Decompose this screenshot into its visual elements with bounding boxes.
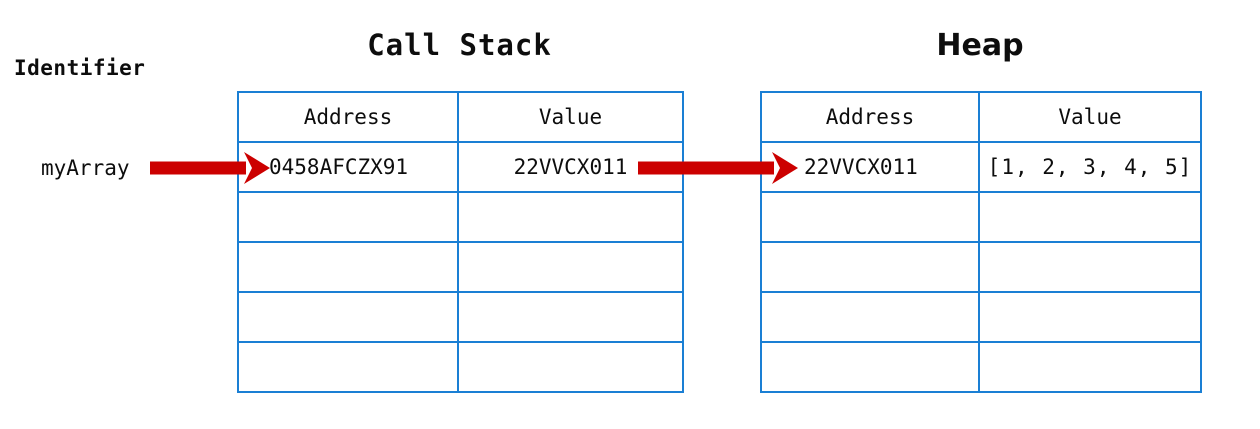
cell-address bbox=[760, 241, 980, 293]
call-stack-title: Call Stack bbox=[367, 28, 552, 62]
header-address: Address bbox=[237, 91, 459, 143]
header-address: Address bbox=[760, 91, 980, 143]
identifier-label: Identifier bbox=[14, 56, 146, 80]
header-value: Value bbox=[457, 91, 684, 143]
cell-address bbox=[237, 341, 459, 393]
cell-value bbox=[978, 241, 1202, 293]
header-value: Value bbox=[978, 91, 1202, 143]
cell-value bbox=[457, 191, 684, 243]
table-row[interactable]: 22VVCX011 [1, 2, 3, 4, 5] bbox=[760, 141, 1202, 193]
heap-title: Heap bbox=[936, 28, 1024, 63]
table-row[interactable] bbox=[760, 291, 1202, 343]
cell-address bbox=[760, 341, 980, 393]
cell-address bbox=[760, 291, 980, 343]
cell-address bbox=[237, 191, 459, 243]
table-row[interactable] bbox=[760, 191, 1202, 243]
cell-address bbox=[237, 291, 459, 343]
cell-value bbox=[978, 341, 1202, 393]
cell-value bbox=[978, 191, 1202, 243]
table-header-row: Address Value bbox=[237, 91, 684, 143]
heap-table: Address Value 22VVCX011 [1, 2, 3, 4, 5] bbox=[760, 91, 1202, 393]
table-header-row: Address Value bbox=[760, 91, 1202, 143]
cell-address: 22VVCX011 bbox=[760, 141, 980, 193]
cell-address bbox=[760, 191, 980, 243]
cell-address: 0458AFCZX91 bbox=[237, 141, 459, 193]
table-row[interactable] bbox=[237, 341, 684, 393]
call-stack-table: Address Value 0458AFCZX91 22VVCX011 bbox=[237, 91, 684, 393]
cell-value bbox=[457, 341, 684, 393]
variable-name-label: myArray bbox=[41, 156, 130, 180]
table-row[interactable] bbox=[237, 291, 684, 343]
table-row[interactable] bbox=[237, 241, 684, 293]
table-row[interactable] bbox=[237, 191, 684, 243]
cell-value: 22VVCX011 bbox=[457, 141, 684, 193]
cell-value: [1, 2, 3, 4, 5] bbox=[978, 141, 1202, 193]
cell-value bbox=[457, 241, 684, 293]
cell-address bbox=[237, 241, 459, 293]
table-row[interactable] bbox=[760, 341, 1202, 393]
cell-value bbox=[978, 291, 1202, 343]
table-row[interactable] bbox=[760, 241, 1202, 293]
cell-value bbox=[457, 291, 684, 343]
table-row[interactable]: 0458AFCZX91 22VVCX011 bbox=[237, 141, 684, 193]
